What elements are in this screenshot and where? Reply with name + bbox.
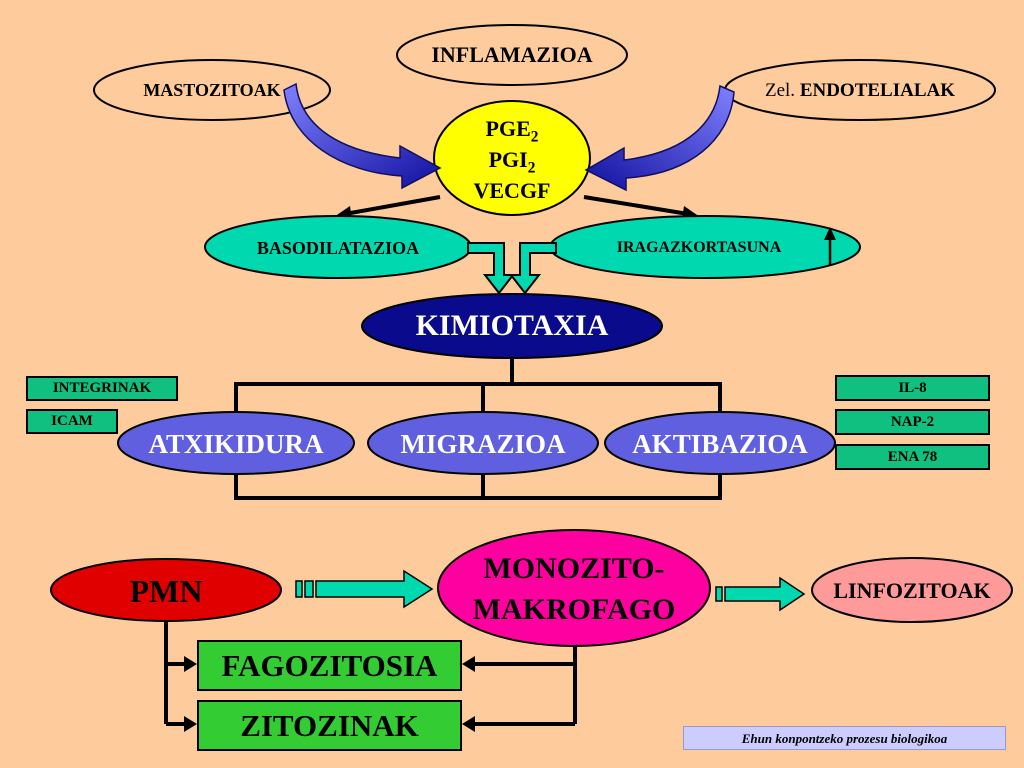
endothelial-arrow-icon xyxy=(584,84,735,192)
pmn-label: PMN xyxy=(129,573,203,609)
vecgf-text: VECGF xyxy=(473,177,551,203)
pmn-to-monocyte-arrow-icon xyxy=(295,569,434,609)
activation-label: AKTIBAZIOA xyxy=(632,428,808,459)
mast-cells-oval xyxy=(93,59,331,121)
endothelial-text: ENDOTELIALAK xyxy=(799,79,956,101)
pge2-text: PGE2 xyxy=(485,115,539,145)
pgi2-text: PGI2 xyxy=(488,146,536,176)
lymphocytes-oval xyxy=(811,557,1013,623)
chemotaxis-label: KIMIOTAXIA xyxy=(415,309,609,342)
activation-oval xyxy=(604,411,836,475)
inflammation-label: INFLAMAZIOA xyxy=(431,42,593,67)
monocyte-to-cytokines-arrowhead-icon xyxy=(462,716,475,732)
permeability-to-chemotaxis-arrow-icon xyxy=(508,242,557,295)
pmn-to-phagocytosis-arrowhead-icon xyxy=(184,656,197,672)
adhesion-label: ATXIKIDURA xyxy=(148,428,324,459)
il8-box: IL-8 xyxy=(835,375,990,401)
inflammation-oval xyxy=(396,24,628,86)
endothelial-label: Zel. ENDOTELIALAK xyxy=(725,76,995,104)
ena78-box: ENA 78 xyxy=(835,444,990,470)
footer-caption: Ehun konpontzeko prozesu biologikoa xyxy=(683,726,1006,750)
migration-oval xyxy=(367,411,599,475)
mediators-label: PGE2 PGI2 VECGF xyxy=(450,110,574,208)
nap2-box: NAP-2 xyxy=(835,409,990,435)
mast-cells-label: MASTOZITOAK xyxy=(143,80,281,100)
monocyte-to-phagocytosis-arrowhead-icon xyxy=(462,656,475,672)
monocyte-label: MONOZITO- MAKROFAGO xyxy=(438,548,710,630)
monocyte-line1: MONOZITO- xyxy=(483,552,665,585)
monocyte-to-lymphocytes-arrow-icon xyxy=(715,576,806,612)
integrins-box: INTEGRINAK xyxy=(26,376,178,401)
lymphocytes-label: LINFOZITOAK xyxy=(833,578,991,603)
migration-label: MIGRAZIOA xyxy=(400,428,566,459)
icam-box: ICAM xyxy=(26,409,118,434)
increase-arrow-icon xyxy=(824,227,836,240)
vasodilation-to-chemotaxis-arrow-icon xyxy=(467,242,516,295)
cytokines-box: ZITOZINAK xyxy=(197,700,462,751)
phagocytosis-box: FAGOZITOSIA xyxy=(197,640,462,691)
vasodilation-label: BASODILATAZIOA xyxy=(256,238,420,258)
mast-cells-arrow-icon xyxy=(283,82,442,190)
pmn-to-cytokines-arrowhead-icon xyxy=(184,716,197,732)
mediators-oval xyxy=(433,100,591,216)
endothelial-prefix: Zel. xyxy=(764,79,796,101)
monocyte-line2: MAKROFAGO xyxy=(472,593,676,626)
adhesion-oval xyxy=(117,411,355,475)
permeability-label: IRAGAZKORTASUNA xyxy=(616,239,782,256)
